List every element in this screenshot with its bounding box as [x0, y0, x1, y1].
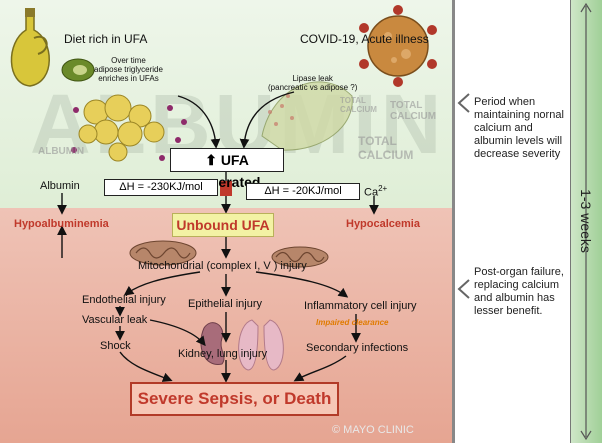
early-period-note: Period when maintaining nornal calcium a… — [474, 96, 564, 160]
mitochondrial-injury-label: Mitochondrial (complex I, V ) injury — [138, 260, 307, 272]
left-arrow-icon-bottom — [457, 279, 470, 299]
secondary-infections-label: Secondary infections — [306, 342, 409, 354]
total-calcium-label-3: TOTAL CALCIUM — [358, 134, 414, 162]
severe-sepsis-box: Severe Sepsis, or Death — [130, 382, 339, 416]
kidney-lung-icon — [200, 319, 284, 371]
post-failure-note: Post-organ failure, replacing calcium an… — [474, 266, 564, 317]
timeline-label: 1-3 weeks — [578, 189, 594, 253]
left-arrow-icon-top — [457, 93, 470, 113]
impaired-clearance-label: Impaired clearance — [316, 318, 389, 327]
mitochondrion-right-icon — [271, 246, 329, 268]
calcium-charge: 2+ — [378, 184, 388, 193]
up-arrow-icon: ⬆ — [205, 152, 217, 168]
adipose-note: Over time adipose triglyceride enriches … — [94, 56, 163, 83]
red-marker — [220, 181, 232, 196]
calcium-label: Ca2+ — [364, 184, 387, 199]
mayo-clinic-copyright: © MAYO CLINIC — [332, 424, 414, 436]
albumin-small-label: ALBUMIN — [38, 146, 85, 157]
diet-label: Diet rich in UFA — [64, 32, 148, 46]
mitochondrion-left-icon — [129, 240, 197, 266]
olive-oil-bottle-icon — [10, 8, 95, 87]
albumin-label: Albumin — [40, 180, 80, 192]
epithelial-injury-label: Epithelial injury — [188, 298, 262, 310]
ufa-generated-box: ⬆ UFA generated — [170, 148, 284, 190]
pancreas-icon — [261, 81, 353, 151]
unbound-ufa-box: Unbound UFA — [172, 213, 274, 237]
kidney-lung-injury-label: Kidney, lung injury — [178, 348, 268, 360]
total-calcium-label-2: TOTAL CALCIUM — [390, 100, 437, 122]
vascular-leak-label: Vascular leak — [82, 314, 148, 326]
fat-droplet-cluster-icon — [71, 94, 187, 162]
total-calcium-label-1: TOTAL CALCIUM — [340, 96, 377, 114]
delta-h-albumin: ΔH = -230KJ/mol — [104, 179, 218, 196]
hypoalbuminemia-label: Hypoalbuminemia — [14, 218, 109, 230]
covid-label: COVID-19, Acute illness — [300, 32, 429, 46]
inflammatory-injury-label: Inflammatory cell injury — [304, 300, 417, 312]
delta-h-calcium: ΔH = -20KJ/mol — [246, 183, 360, 200]
calcium-symbol: Ca — [364, 186, 379, 199]
timeline-double-arrow-icon — [580, 2, 592, 441]
virus-icon — [359, 5, 437, 87]
lipase-label: Lipase leak (pancreatic vs adipose ?) — [268, 74, 358, 92]
endothelial-injury-label: Endothelial injury — [82, 294, 166, 306]
hypocalcemia-label: Hypocalcemia — [346, 218, 420, 230]
shock-label: Shock — [100, 340, 131, 352]
